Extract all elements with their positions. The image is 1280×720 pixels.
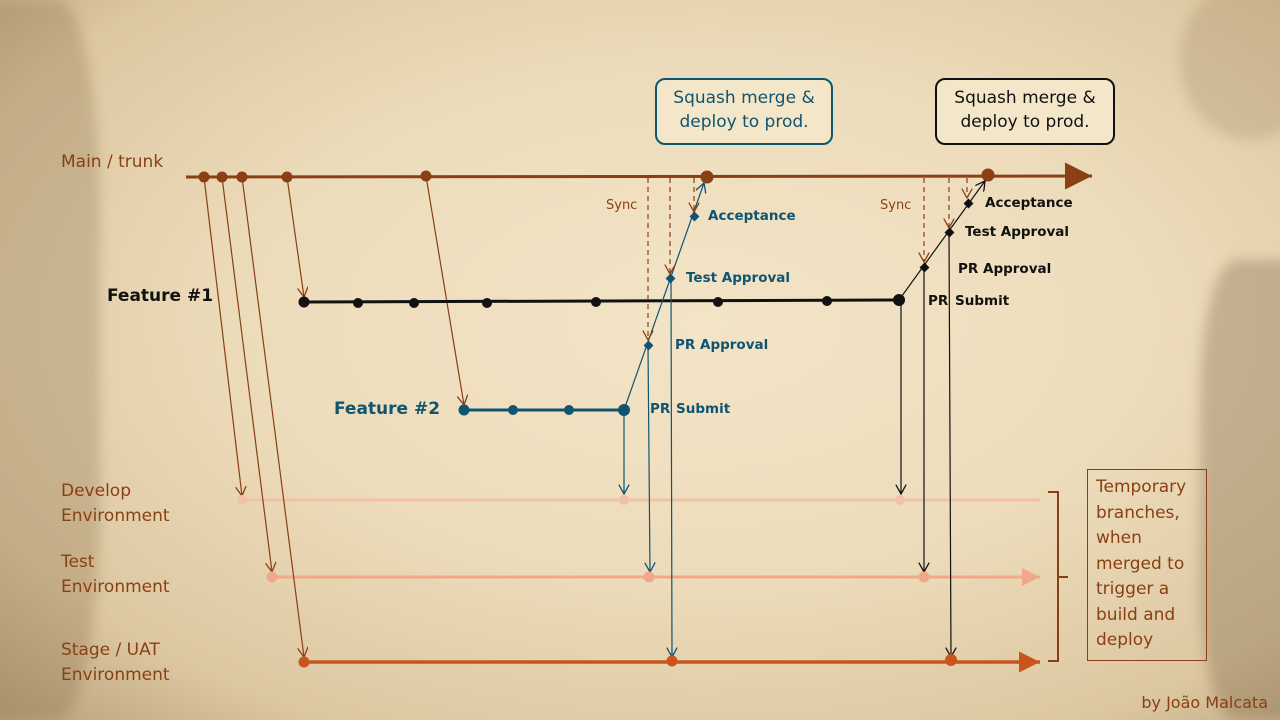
feature1-test-approval-label: Test Approval [965, 224, 1070, 240]
feature2-submit-label: Submit [676, 401, 731, 417]
main-trunk-label: Main / trunk [61, 152, 164, 172]
temporary-branches-note: Temporary branches, when merged to trigg… [1087, 469, 1207, 661]
bracket [1048, 491, 1068, 662]
feature1-squash-callout: Squash merge &deploy to prod. [935, 78, 1115, 145]
feature1-pr-approval-label: PR Approval [958, 261, 1052, 277]
paper-stain-right [1200, 260, 1280, 720]
author-credit: by João Malcata [1141, 693, 1268, 712]
feature2-pr-approval-label: PR Approval [675, 337, 769, 353]
feature1-pr-label: PR [928, 293, 949, 309]
feature2-pr-label: PR [650, 401, 671, 417]
feature2-squash-callout: Squash merge &deploy to prod. [655, 78, 833, 145]
feature1-line [303, 298, 900, 304]
feature2-acceptance-label: Acceptance [708, 208, 796, 224]
paper-stain-left [0, 0, 100, 720]
feature1-label: Feature #1 [107, 286, 214, 306]
feature1-acceptance-label: Acceptance [985, 195, 1073, 211]
feature1-submit-label: Submit [955, 293, 1010, 309]
feature2-test-approval-label: Test Approval [686, 270, 791, 286]
feature2-label: Feature #2 [334, 399, 441, 419]
feature1-sync-label: Sync [880, 198, 912, 213]
main-trunk-line [185, 162, 1093, 190]
feature2-sync-label: Sync [606, 198, 638, 213]
